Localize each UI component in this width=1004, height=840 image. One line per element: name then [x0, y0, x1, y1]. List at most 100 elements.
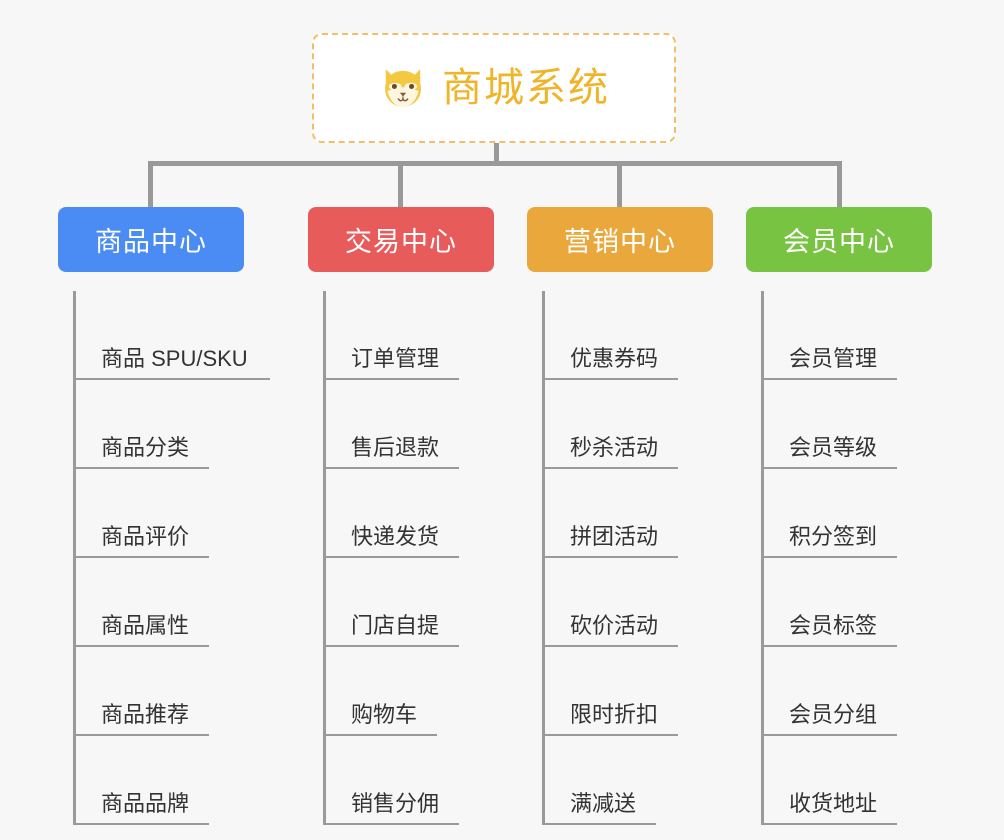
leaf-item-label: 商品属性 — [101, 613, 190, 638]
leaf-item-label: 商品评价 — [101, 524, 190, 549]
leaf-item-underline — [323, 556, 459, 558]
leaf-item-underline — [542, 378, 678, 380]
leaf-item-underline — [73, 556, 209, 558]
leaf-item-label: 商品品牌 — [101, 791, 190, 816]
leaf-item-underline — [542, 734, 678, 736]
leaf-item[interactable]: 会员等级 — [761, 380, 932, 469]
leaf-item-label: 会员等级 — [789, 435, 878, 460]
leaf-item[interactable]: 优惠券码 — [542, 291, 713, 380]
category-header-label: 会员中心 — [783, 227, 895, 257]
leaf-item[interactable]: 限时折扣 — [542, 647, 713, 736]
leaf-item-underline — [542, 823, 656, 825]
category-column-1: 商品中心商品 SPU/SKU 商品分类商品评价商品属性商品推荐商品品牌 — [58, 207, 270, 825]
leaf-stack-2: 订单管理售后退款快递发货门店自提购物车销售分佣 — [323, 291, 494, 825]
root-node[interactable]: 商城系统 — [312, 33, 676, 143]
leaf-item[interactable]: 商品分类 — [73, 380, 244, 469]
leaf-item-underline — [73, 823, 209, 825]
leaf-trunk-line — [73, 291, 76, 825]
category-header-1[interactable]: 商品中心 — [58, 207, 244, 272]
leaf-item[interactable]: 收货地址 — [761, 736, 932, 825]
leaf-item-label: 积分签到 — [789, 524, 878, 549]
leaf-item-label: 秒杀活动 — [570, 435, 659, 460]
category-column-3: 营销中心优惠券码秒杀活动拼团活动砍价活动限时折扣满减送 — [527, 207, 713, 825]
leaf-item-label: 会员分组 — [789, 702, 878, 727]
leaf-item-underline — [323, 467, 459, 469]
connector-drop-1 — [148, 161, 153, 208]
leaf-item-underline — [542, 645, 678, 647]
leaf-item-underline — [73, 645, 209, 647]
leaf-item-label: 售后退款 — [351, 435, 440, 460]
connector-drop-2 — [398, 161, 403, 208]
leaf-item-label: 会员标签 — [789, 613, 878, 638]
leaf-item[interactable]: 商品 SPU/SKU — [73, 291, 270, 380]
leaf-item[interactable]: 门店自提 — [323, 558, 494, 647]
leaf-item[interactable]: 商品属性 — [73, 558, 244, 647]
leaf-item-underline — [542, 556, 678, 558]
connector-horizontal-bus — [148, 161, 842, 166]
leaf-item[interactable]: 拼团活动 — [542, 469, 713, 558]
leaf-item-underline — [761, 645, 897, 647]
leaf-item-underline — [542, 467, 678, 469]
leaf-stack-4: 会员管理会员等级积分签到会员标签会员分组收货地址 — [761, 291, 932, 825]
leaf-item-label: 优惠券码 — [570, 346, 659, 371]
leaf-trunk-line — [542, 291, 545, 825]
leaf-item-underline — [761, 467, 897, 469]
leaf-item-underline — [323, 645, 459, 647]
leaf-item[interactable]: 砍价活动 — [542, 558, 713, 647]
leaf-item[interactable]: 销售分佣 — [323, 736, 494, 825]
leaf-item-label: 商品分类 — [101, 435, 190, 460]
leaf-stack-3: 优惠券码秒杀活动拼团活动砍价活动限时折扣满减送 — [542, 291, 713, 825]
category-header-label: 商品中心 — [95, 227, 207, 257]
leaf-item[interactable]: 订单管理 — [323, 291, 494, 380]
leaf-item-label: 限时折扣 — [570, 702, 659, 727]
category-header-label: 交易中心 — [345, 227, 457, 257]
leaf-item[interactable]: 购物车 — [323, 647, 494, 736]
connector-drop-4 — [837, 161, 842, 208]
leaf-item-underline — [323, 823, 459, 825]
root-title: 商城系统 — [442, 66, 610, 110]
leaf-item[interactable]: 会员管理 — [761, 291, 932, 380]
category-column-2: 交易中心订单管理售后退款快递发货门店自提购物车销售分佣 — [308, 207, 494, 825]
leaf-item-label: 商品 SPU/SKU — [101, 346, 248, 371]
leaf-item-label: 订单管理 — [351, 346, 440, 371]
leaf-item-underline — [761, 823, 897, 825]
category-header-2[interactable]: 交易中心 — [308, 207, 494, 272]
leaf-stack-1: 商品 SPU/SKU 商品分类商品评价商品属性商品推荐商品品牌 — [73, 291, 270, 825]
leaf-item-label: 销售分佣 — [351, 791, 440, 816]
leaf-item-label: 收货地址 — [789, 791, 878, 816]
leaf-item[interactable]: 商品推荐 — [73, 647, 244, 736]
leaf-item[interactable]: 积分签到 — [761, 469, 932, 558]
leaf-item-underline — [323, 734, 437, 736]
leaf-item[interactable]: 会员分组 — [761, 647, 932, 736]
leaf-item-label: 商品推荐 — [101, 702, 190, 727]
leaf-item[interactable]: 商品评价 — [73, 469, 244, 558]
leaf-item-label: 满减送 — [570, 791, 637, 816]
leaf-item-label: 快递发货 — [351, 524, 440, 549]
category-column-4: 会员中心会员管理会员等级积分签到会员标签会员分组收货地址 — [746, 207, 932, 825]
leaf-item[interactable]: 满减送 — [542, 736, 713, 825]
leaf-item[interactable]: 售后退款 — [323, 380, 494, 469]
leaf-item-label: 砍价活动 — [570, 613, 659, 638]
leaf-item-label: 门店自提 — [351, 613, 440, 638]
leaf-item-label: 会员管理 — [789, 346, 878, 371]
leaf-trunk-line — [323, 291, 326, 825]
category-header-4[interactable]: 会员中心 — [746, 207, 932, 272]
leaf-item-underline — [73, 734, 209, 736]
leaf-item-underline — [761, 556, 897, 558]
leaf-item[interactable]: 快递发货 — [323, 469, 494, 558]
leaf-item-underline — [73, 378, 270, 380]
leaf-trunk-line — [761, 291, 764, 825]
shiba-dog-face-icon — [385, 69, 421, 107]
leaf-item[interactable]: 会员标签 — [761, 558, 932, 647]
leaf-item[interactable]: 秒杀活动 — [542, 380, 713, 469]
leaf-item-label: 拼团活动 — [570, 524, 659, 549]
leaf-item-label: 购物车 — [351, 702, 418, 727]
leaf-item-underline — [761, 378, 897, 380]
connector-drop-3 — [617, 161, 622, 208]
category-header-3[interactable]: 营销中心 — [527, 207, 713, 272]
leaf-item-underline — [73, 467, 209, 469]
category-header-label: 营销中心 — [564, 227, 676, 257]
connector-root-stem — [494, 143, 499, 165]
leaf-item[interactable]: 商品品牌 — [73, 736, 244, 825]
